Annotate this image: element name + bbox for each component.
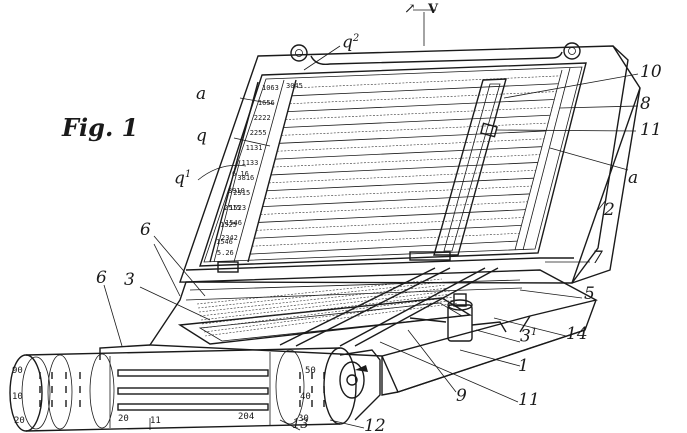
- lid-row-line: [252, 232, 520, 247]
- base-row-line: [202, 296, 455, 329]
- callout-5: 5: [584, 284, 595, 304]
- drum-graduations: [39, 372, 325, 407]
- base-row-line: [197, 281, 445, 309]
- lid-row-line: [287, 99, 554, 113]
- callout-a-right: a: [628, 168, 639, 188]
- lid-frame: [179, 42, 641, 284]
- callout-13: 13: [292, 417, 309, 432]
- lid-table-value: 1656: [257, 99, 275, 107]
- callout-1: 1: [518, 356, 529, 376]
- lid-row-line: [281, 122, 548, 136]
- lid-table-value: 1063: [262, 84, 279, 92]
- drum-cylinder: [9, 347, 381, 432]
- lid-row-line: [260, 201, 528, 215]
- lid-row-line: [254, 224, 522, 239]
- drum-scale-number: 11: [150, 416, 161, 426]
- lid-left-table-value: 6 16: [232, 170, 249, 178]
- callout-3-1: 31: [520, 326, 538, 347]
- lid-table-value: 5.26: [216, 249, 234, 257]
- lid-row-line: [277, 138, 544, 152]
- lid-row-line: [291, 83, 558, 97]
- figure-title: Fig. 1: [62, 113, 139, 142]
- lid-table-value: 2515: [233, 189, 251, 197]
- base-row-line: [199, 287, 449, 317]
- callout-11-top: 11: [640, 120, 662, 140]
- drum-scale-number: 204: [238, 412, 255, 422]
- drum-scale-number: 20: [118, 414, 129, 424]
- callout-q2: q2: [342, 32, 360, 53]
- drum-scale-number: 90: [12, 366, 23, 376]
- leader-lines: [103, 9, 639, 431]
- lid-table-value: 2222: [253, 114, 271, 122]
- callout-a-top: a: [196, 84, 207, 104]
- lid-row-line: [285, 107, 552, 120]
- lid-table-value: 2255: [249, 129, 267, 137]
- lid-row-line: [256, 217, 524, 231]
- lid-row-line: [275, 146, 542, 160]
- drum-scale-number: 10: [12, 392, 23, 402]
- lid-row-line: [250, 240, 518, 255]
- drum-scale-number: 50: [305, 366, 316, 376]
- lid-table-value: 1133: [241, 159, 259, 167]
- base-row-line: [198, 284, 447, 313]
- lid-row-line: [293, 75, 560, 89]
- callout-11-bottom: 11: [518, 390, 540, 410]
- base-table-rows: [196, 278, 459, 337]
- lid-row-line: [264, 185, 532, 199]
- lid-left-table-value: 1525: [220, 221, 237, 229]
- lid-row-line: [273, 154, 540, 168]
- base-row-line: [204, 302, 459, 337]
- callout-3: 3: [124, 270, 135, 290]
- lid-row-line: [258, 209, 526, 223]
- lid-row-line: [279, 130, 546, 144]
- callout-q: q: [196, 126, 207, 146]
- view-marker: V: [428, 2, 439, 17]
- callout-8: 8: [640, 94, 651, 114]
- callout-7: 7: [592, 248, 603, 268]
- lid-table-value: 1131: [245, 144, 263, 152]
- callout-14: 14: [566, 324, 588, 344]
- callout-9: 9: [456, 386, 467, 406]
- drum-scale-number: 20: [14, 416, 25, 426]
- callout-2: 2: [604, 200, 615, 220]
- lid-row-line: [270, 162, 538, 176]
- lid-row-line: [289, 91, 556, 105]
- base-box: [99, 267, 598, 396]
- lid-row-line: [268, 170, 536, 184]
- callout-10: 10: [640, 62, 662, 82]
- lid-left-table-value: 1546: [216, 238, 233, 246]
- callout-12: 12: [364, 416, 386, 433]
- lid-row-line: [283, 114, 550, 128]
- lid-table-value: 1523: [229, 204, 247, 212]
- lid-row-line: [262, 193, 530, 208]
- drum-scale-number: 30: [298, 414, 309, 424]
- callout-6-left: 6: [96, 268, 107, 288]
- base-row-line: [203, 299, 457, 333]
- lid-header-value: 3045: [286, 82, 303, 90]
- lid-table-rows: [250, 75, 560, 255]
- callout-q1: q1: [174, 168, 192, 189]
- lid-row-line: [266, 177, 534, 192]
- lid-table-value: 3816: [237, 174, 255, 182]
- callout-6-top: 6: [140, 220, 151, 240]
- lid-table-value: 2342: [221, 234, 238, 242]
- drum-scale-number: 40: [300, 392, 311, 402]
- base-row-line: [196, 278, 443, 305]
- lid-left-table-value: 3910: [228, 187, 245, 195]
- lid-table-value: 1546: [225, 219, 242, 227]
- lid-left-table-value: 2515: [224, 204, 241, 212]
- view-arrow-icon: ↗: [404, 1, 416, 17]
